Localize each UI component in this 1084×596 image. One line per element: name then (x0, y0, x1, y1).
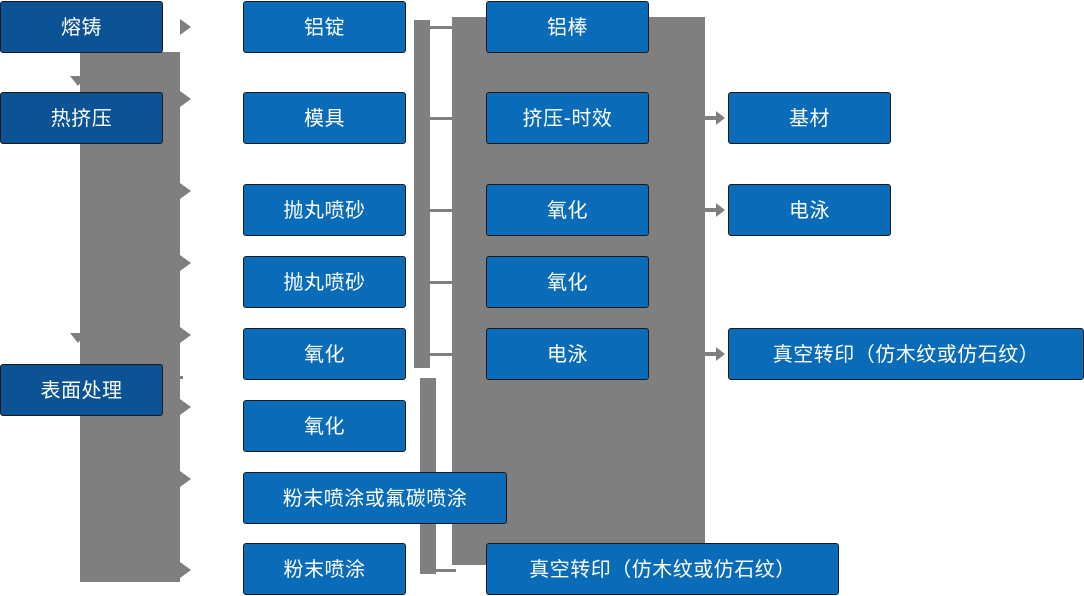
tick-connector-5 (428, 353, 454, 356)
node-col2-2-label: 模具 (304, 106, 345, 130)
connector-stage3-stub (165, 376, 183, 379)
node-col2-3[interactable]: 抛丸喷砂 (243, 184, 406, 236)
node-col3-3[interactable]: 氧化 (486, 184, 649, 236)
node-col4-1-label: 基材 (789, 106, 830, 130)
node-col3-5[interactable]: 电泳 (486, 328, 649, 380)
tick-connector-2 (428, 117, 454, 120)
arrow-to-col4-2 (700, 203, 725, 217)
arrow-to-col4-3 (700, 347, 725, 361)
tick-connector-6 (434, 569, 456, 572)
arrow-tip-stage1-to-stage2 (70, 76, 86, 86)
arrow-tip-to-col2-7 (180, 471, 191, 487)
node-col2-6[interactable]: 氧化 (243, 400, 406, 452)
node-col2-2[interactable]: 模具 (243, 92, 406, 144)
arrow-tip-to-col2-2 (180, 91, 191, 107)
node-stage-2-label: 热挤压 (50, 106, 113, 130)
node-col4-3-label: 真空转印（仿木纹或仿石纹） (772, 342, 1040, 366)
node-stage-1-label: 熔铸 (61, 15, 102, 39)
arrow-tip-to-col2-4 (180, 255, 191, 271)
node-stage-1[interactable]: 熔铸 (0, 1, 163, 53)
connector-bar-mid-upper (414, 20, 430, 368)
node-stage-3-label: 表面处理 (40, 378, 123, 402)
node-col3-3-label: 氧化 (547, 198, 588, 222)
arrow-tip-to-col2-6 (180, 399, 191, 415)
node-col3-2-label: 挤压-时效 (522, 106, 613, 130)
node-stage-3[interactable]: 表面处理 (0, 364, 163, 416)
node-col4-2-label: 电泳 (789, 198, 830, 222)
tick-connector-1 (428, 26, 454, 29)
node-stage-2[interactable]: 热挤压 (0, 92, 163, 144)
node-col3-4[interactable]: 氧化 (486, 256, 649, 308)
node-col3-1-label: 铝棒 (547, 15, 588, 39)
node-col4-1[interactable]: 基材 (728, 92, 891, 144)
node-col4-3[interactable]: 真空转印（仿木纹或仿石纹） (728, 328, 1084, 380)
arrow-to-col4-1 (700, 111, 725, 125)
node-col2-7[interactable]: 粉末喷涂或氟碳喷涂 (243, 472, 507, 524)
node-col2-4-label: 抛丸喷砂 (283, 270, 366, 294)
arrow-tip-to-col2-8 (180, 562, 191, 578)
node-col2-3-label: 抛丸喷砂 (283, 198, 366, 222)
tick-connector-3 (428, 209, 454, 212)
node-col2-8[interactable]: 粉末喷涂 (243, 543, 406, 595)
tick-connector-4 (428, 281, 454, 284)
node-col2-4[interactable]: 抛丸喷砂 (243, 256, 406, 308)
node-col2-6-label: 氧化 (304, 414, 345, 438)
node-col2-5[interactable]: 氧化 (243, 328, 406, 380)
node-col4-2[interactable]: 电泳 (728, 184, 891, 236)
node-col2-1-label: 铝锭 (304, 15, 345, 39)
node-col3-2[interactable]: 挤压-时效 (486, 92, 649, 144)
node-col3-4-label: 氧化 (547, 270, 588, 294)
node-col3-1[interactable]: 铝棒 (486, 1, 649, 53)
node-col3-6-label: 真空转印（仿木纹或仿石纹） (529, 557, 796, 581)
node-col2-5-label: 氧化 (304, 342, 345, 366)
arrow-tip-to-col2-5 (180, 327, 191, 343)
node-col2-1[interactable]: 铝锭 (243, 1, 406, 53)
node-col3-5-label: 电泳 (547, 342, 588, 366)
arrow-tip-stage2-to-stage3 (70, 333, 86, 343)
arrow-tip-to-col2-3 (180, 183, 191, 199)
node-col3-6[interactable]: 真空转印（仿木纹或仿石纹） (486, 543, 839, 595)
arrow-tip-to-col2-1 (180, 19, 191, 35)
node-col2-8-label: 粉末喷涂 (283, 557, 366, 581)
node-col2-7-label: 粉末喷涂或氟碳喷涂 (282, 486, 468, 510)
